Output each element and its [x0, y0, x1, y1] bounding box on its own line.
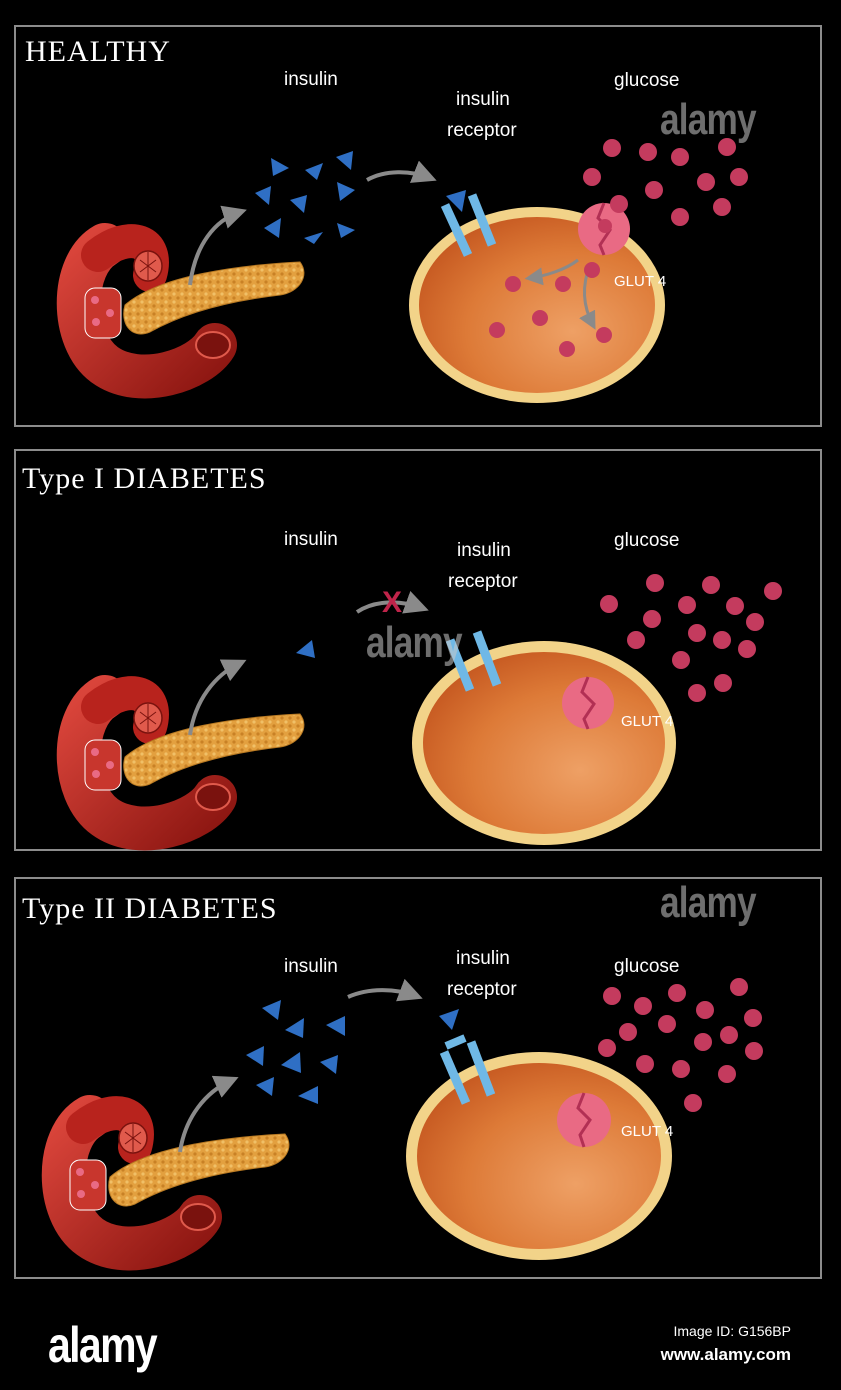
- insulin-label: insulin: [284, 69, 338, 90]
- panel-title: Type II DIABETES: [22, 892, 278, 925]
- glucose-molecules-healthy: [489, 138, 748, 357]
- insulin-cluster-healthy: [255, 151, 355, 244]
- insulin-receptor-icon: [439, 1034, 496, 1105]
- insulin-receptor-icon: [445, 630, 502, 692]
- glut4-transporter-icon: [557, 1092, 611, 1148]
- watermark: alamy: [660, 878, 757, 927]
- blocked-x-mark: X: [382, 586, 403, 619]
- panel-healthy: [14, 25, 822, 427]
- receptor-label-line2: receptor: [447, 979, 517, 1000]
- watermark: alamy: [660, 95, 757, 144]
- panel-title: Type I DIABETES: [22, 462, 267, 495]
- glut4-transporter-icon: [562, 676, 614, 730]
- glut4-label: GLUT 4: [614, 273, 667, 290]
- receptor-label-line1: insulin: [456, 948, 510, 969]
- insulin-label: insulin: [284, 529, 338, 550]
- glucose-molecules-type2: [598, 978, 763, 1112]
- panel-type1: [14, 449, 822, 851]
- glut4-label: GLUT 4: [621, 1123, 674, 1140]
- glut4-label: GLUT 4: [621, 713, 674, 730]
- receptor-label-line1: insulin: [456, 89, 510, 110]
- receptor-label-line2: receptor: [448, 571, 518, 592]
- alamy-logo: alamy: [48, 1317, 158, 1373]
- image-id: Image ID: G156BP: [673, 1323, 791, 1339]
- insulin-label: insulin: [284, 956, 338, 977]
- insulin-cluster-type2: [246, 1000, 345, 1104]
- footer-bar: [0, 1298, 841, 1390]
- watermark: alamy: [366, 618, 463, 667]
- panel-type2: [14, 877, 822, 1279]
- website-link[interactable]: www.alamy.com: [660, 1345, 791, 1364]
- receptor-label-line1: insulin: [457, 540, 511, 561]
- receptor-label-line2: receptor: [447, 120, 517, 141]
- glucose-label: glucose: [614, 956, 680, 977]
- pancreas-illustration: [56, 223, 305, 399]
- insulin-receptor-icon: [440, 193, 497, 257]
- glucose-molecules-type1: [600, 574, 782, 702]
- panel-title: HEALTHY: [25, 35, 171, 68]
- glucose-label: glucose: [614, 530, 680, 551]
- glucose-label: glucose: [614, 70, 680, 91]
